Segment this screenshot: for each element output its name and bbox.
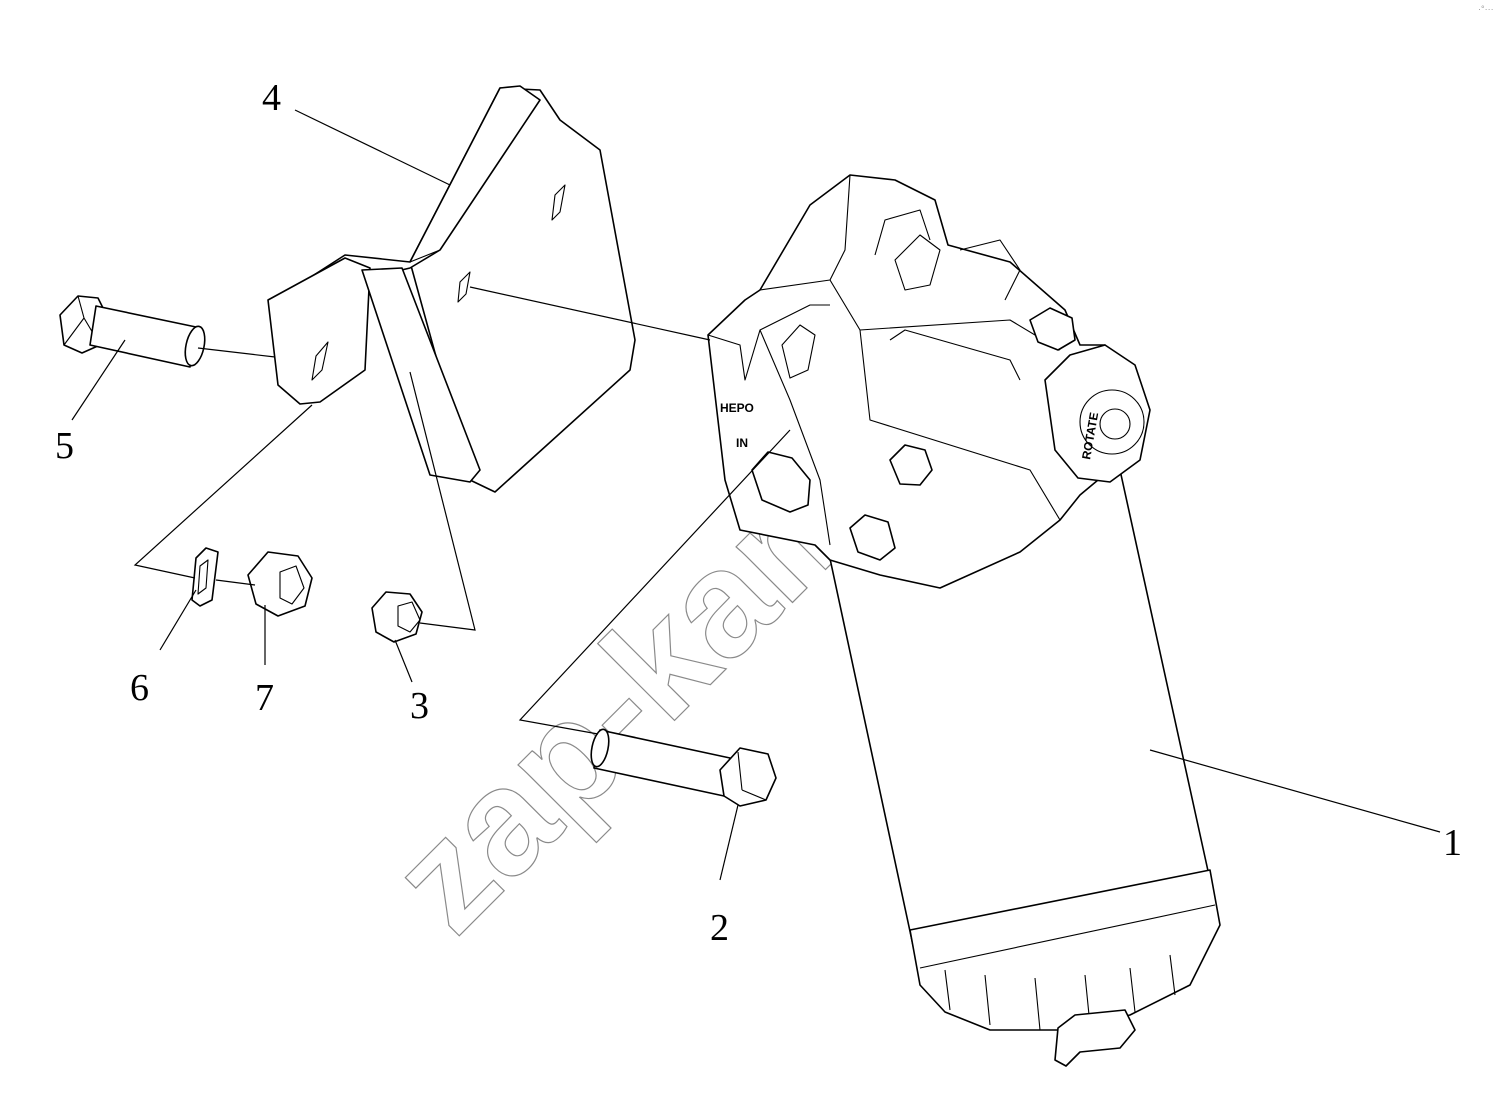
bolt-2-end — [590, 728, 610, 768]
leader-1 — [1149, 749, 1441, 833]
leader-4 — [294, 109, 451, 186]
leader-3 — [394, 639, 413, 683]
bolt-2-head — [719, 747, 777, 807]
housing-boss — [889, 444, 933, 486]
housing-boss — [849, 514, 896, 561]
washer-part-6 — [191, 547, 219, 607]
housing-marking-text: IN — [736, 436, 748, 450]
bracket-top-fold — [274, 85, 541, 301]
leader-6 — [159, 589, 197, 651]
priming-pump-cap — [1044, 344, 1151, 483]
bracket-slot — [457, 271, 471, 303]
nut-3-body — [371, 591, 423, 643]
assembly-line-bolt2 — [518, 429, 791, 735]
assembly-lines — [71, 109, 1441, 881]
assembly-line-bolt5 — [197, 347, 276, 358]
housing-mount-hole — [781, 324, 816, 379]
bracket-front-flange — [267, 257, 371, 405]
corner-mark: ·°··· — [1478, 4, 1494, 14]
callout-1: 1 — [1443, 822, 1462, 864]
callout-labels: 4 5 6 7 3 2 1 — [55, 77, 1462, 949]
filter-part-1: ROTATE НЕРО IN — [707, 174, 1221, 1067]
housing-boss — [751, 451, 811, 513]
leader-2 — [719, 804, 739, 881]
callout-4: 4 — [262, 77, 281, 119]
housing-marking-text: НЕРО — [720, 401, 754, 415]
assembly-line-bolt5-washer — [133, 404, 313, 579]
bolt-part-5 — [59, 295, 206, 368]
washer-6-body — [191, 547, 219, 607]
callout-2: 2 — [710, 907, 729, 949]
callout-5: 5 — [55, 425, 74, 467]
drain-plug — [1054, 1009, 1136, 1067]
priming-pump-dial — [1079, 389, 1145, 455]
bolt-part-2 — [590, 728, 777, 807]
leader-5 — [71, 339, 126, 421]
bracket-slot — [551, 184, 566, 221]
filter-cap-grip-ribs — [944, 954, 1176, 1031]
bolt-5-end — [184, 325, 206, 367]
nut-part-3 — [371, 591, 423, 643]
assembly-line-bracket-housing — [469, 286, 711, 341]
callout-7: 7 — [255, 677, 274, 719]
callout-3: 3 — [410, 685, 429, 727]
bolt-5-shank — [89, 305, 197, 368]
bracket-slot — [311, 341, 329, 381]
assembly-line-washer-nut — [215, 579, 256, 586]
assembly-line-nut3 — [409, 371, 476, 631]
callout-6: 6 — [130, 667, 149, 709]
bracket-rib — [361, 267, 481, 483]
bracket-part-4 — [267, 85, 636, 493]
nut-part-7 — [247, 551, 313, 617]
housing-mount-hole — [894, 234, 941, 291]
housing-boss — [1029, 307, 1076, 351]
